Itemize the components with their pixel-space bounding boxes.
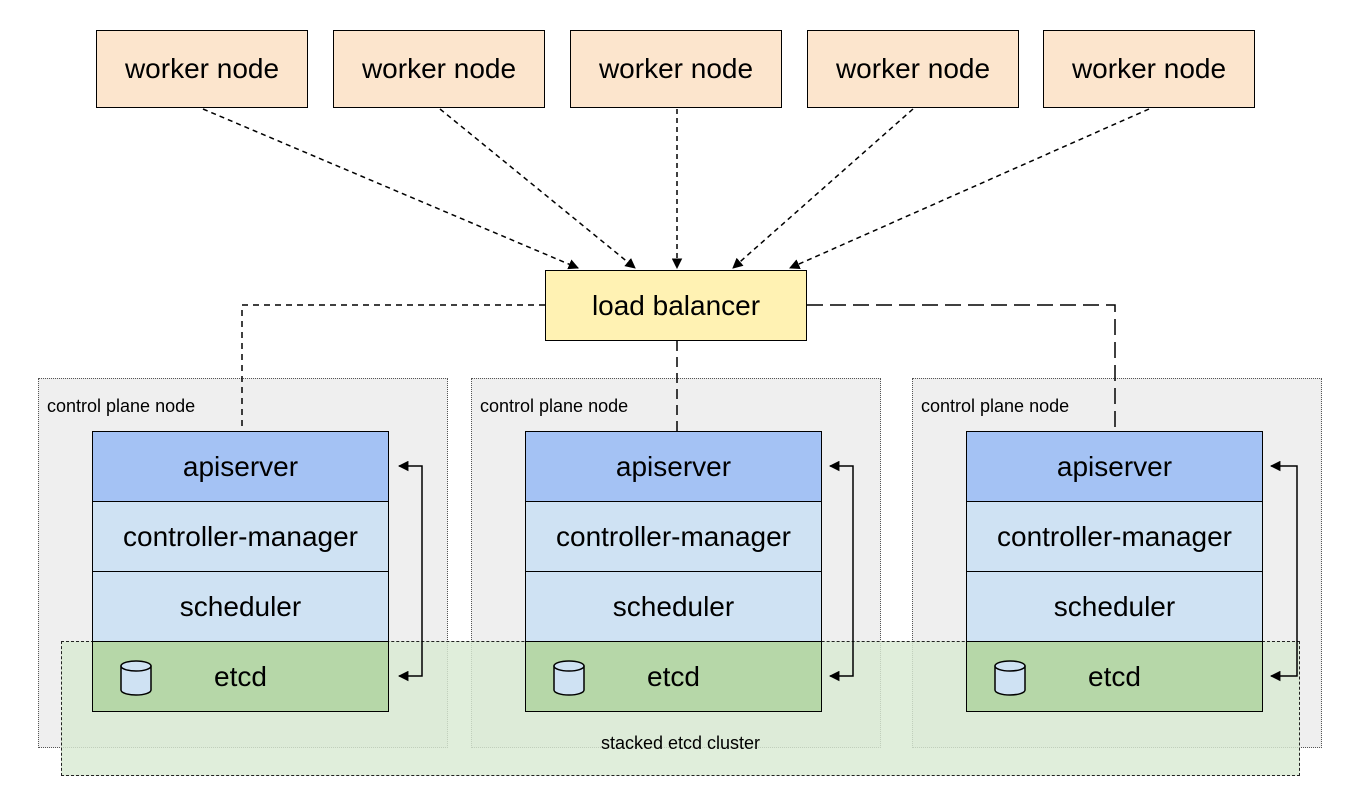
- worker-node-4: worker node: [807, 30, 1019, 108]
- scheduler-box: scheduler: [526, 572, 821, 642]
- apiserver-label: apiserver: [182, 450, 299, 482]
- apiserver-label: apiserver: [1056, 450, 1173, 482]
- etcd-label: etcd: [647, 660, 700, 692]
- control-plane-node-label: control plane node: [47, 396, 196, 416]
- worker-node-3: worker node: [570, 30, 782, 108]
- apiserver-box: apiserver: [93, 432, 388, 502]
- apiserver-box: apiserver: [967, 432, 1262, 502]
- controller-manager-box: controller-manager: [526, 502, 821, 572]
- database-icon: [553, 660, 585, 696]
- database-icon: [994, 660, 1026, 696]
- worker-node-2: worker node: [333, 30, 545, 108]
- component-stack-1: apiserver controller-manager scheduler e…: [92, 431, 389, 712]
- control-plane-node-label: control plane node: [480, 396, 629, 416]
- scheduler-label: scheduler: [1053, 590, 1176, 622]
- component-stack-2: apiserver controller-manager scheduler e…: [525, 431, 822, 712]
- etcd-box: etcd: [526, 642, 821, 711]
- controller-manager-box: controller-manager: [93, 502, 388, 572]
- database-icon: [120, 660, 152, 696]
- controller-manager-label: controller-manager: [997, 520, 1232, 552]
- load-balancer-label: load balancer: [591, 289, 761, 321]
- component-stack-3: apiserver controller-manager scheduler e…: [966, 431, 1263, 712]
- worker-1-to-lb-arrow: [202, 108, 579, 270]
- stacked-etcd-cluster-label: stacked etcd cluster: [600, 733, 761, 753]
- scheduler-box: scheduler: [93, 572, 388, 642]
- scheduler-box: scheduler: [967, 572, 1262, 642]
- apiserver-label: apiserver: [615, 450, 732, 482]
- worker-node-1: worker node: [96, 30, 308, 108]
- etcd-label: etcd: [214, 660, 267, 692]
- control-plane-node-label: control plane node: [921, 396, 1070, 416]
- controller-manager-label: controller-manager: [123, 520, 358, 552]
- controller-manager-label: controller-manager: [556, 520, 791, 552]
- etcd-label: etcd: [1088, 660, 1141, 692]
- etcd-box: etcd: [93, 642, 388, 711]
- controller-manager-box: controller-manager: [967, 502, 1262, 572]
- scheduler-label: scheduler: [179, 590, 302, 622]
- scheduler-label: scheduler: [612, 590, 735, 622]
- apiserver-box: apiserver: [526, 432, 821, 502]
- load-balancer: load balancer: [545, 270, 807, 341]
- etcd-box: etcd: [967, 642, 1262, 711]
- worker-2-to-lb-arrow: [439, 108, 636, 269]
- worker-4-to-lb-arrow: [732, 108, 914, 269]
- worker-5-to-lb-arrow: [789, 108, 1150, 269]
- worker-node-5: worker node: [1043, 30, 1255, 108]
